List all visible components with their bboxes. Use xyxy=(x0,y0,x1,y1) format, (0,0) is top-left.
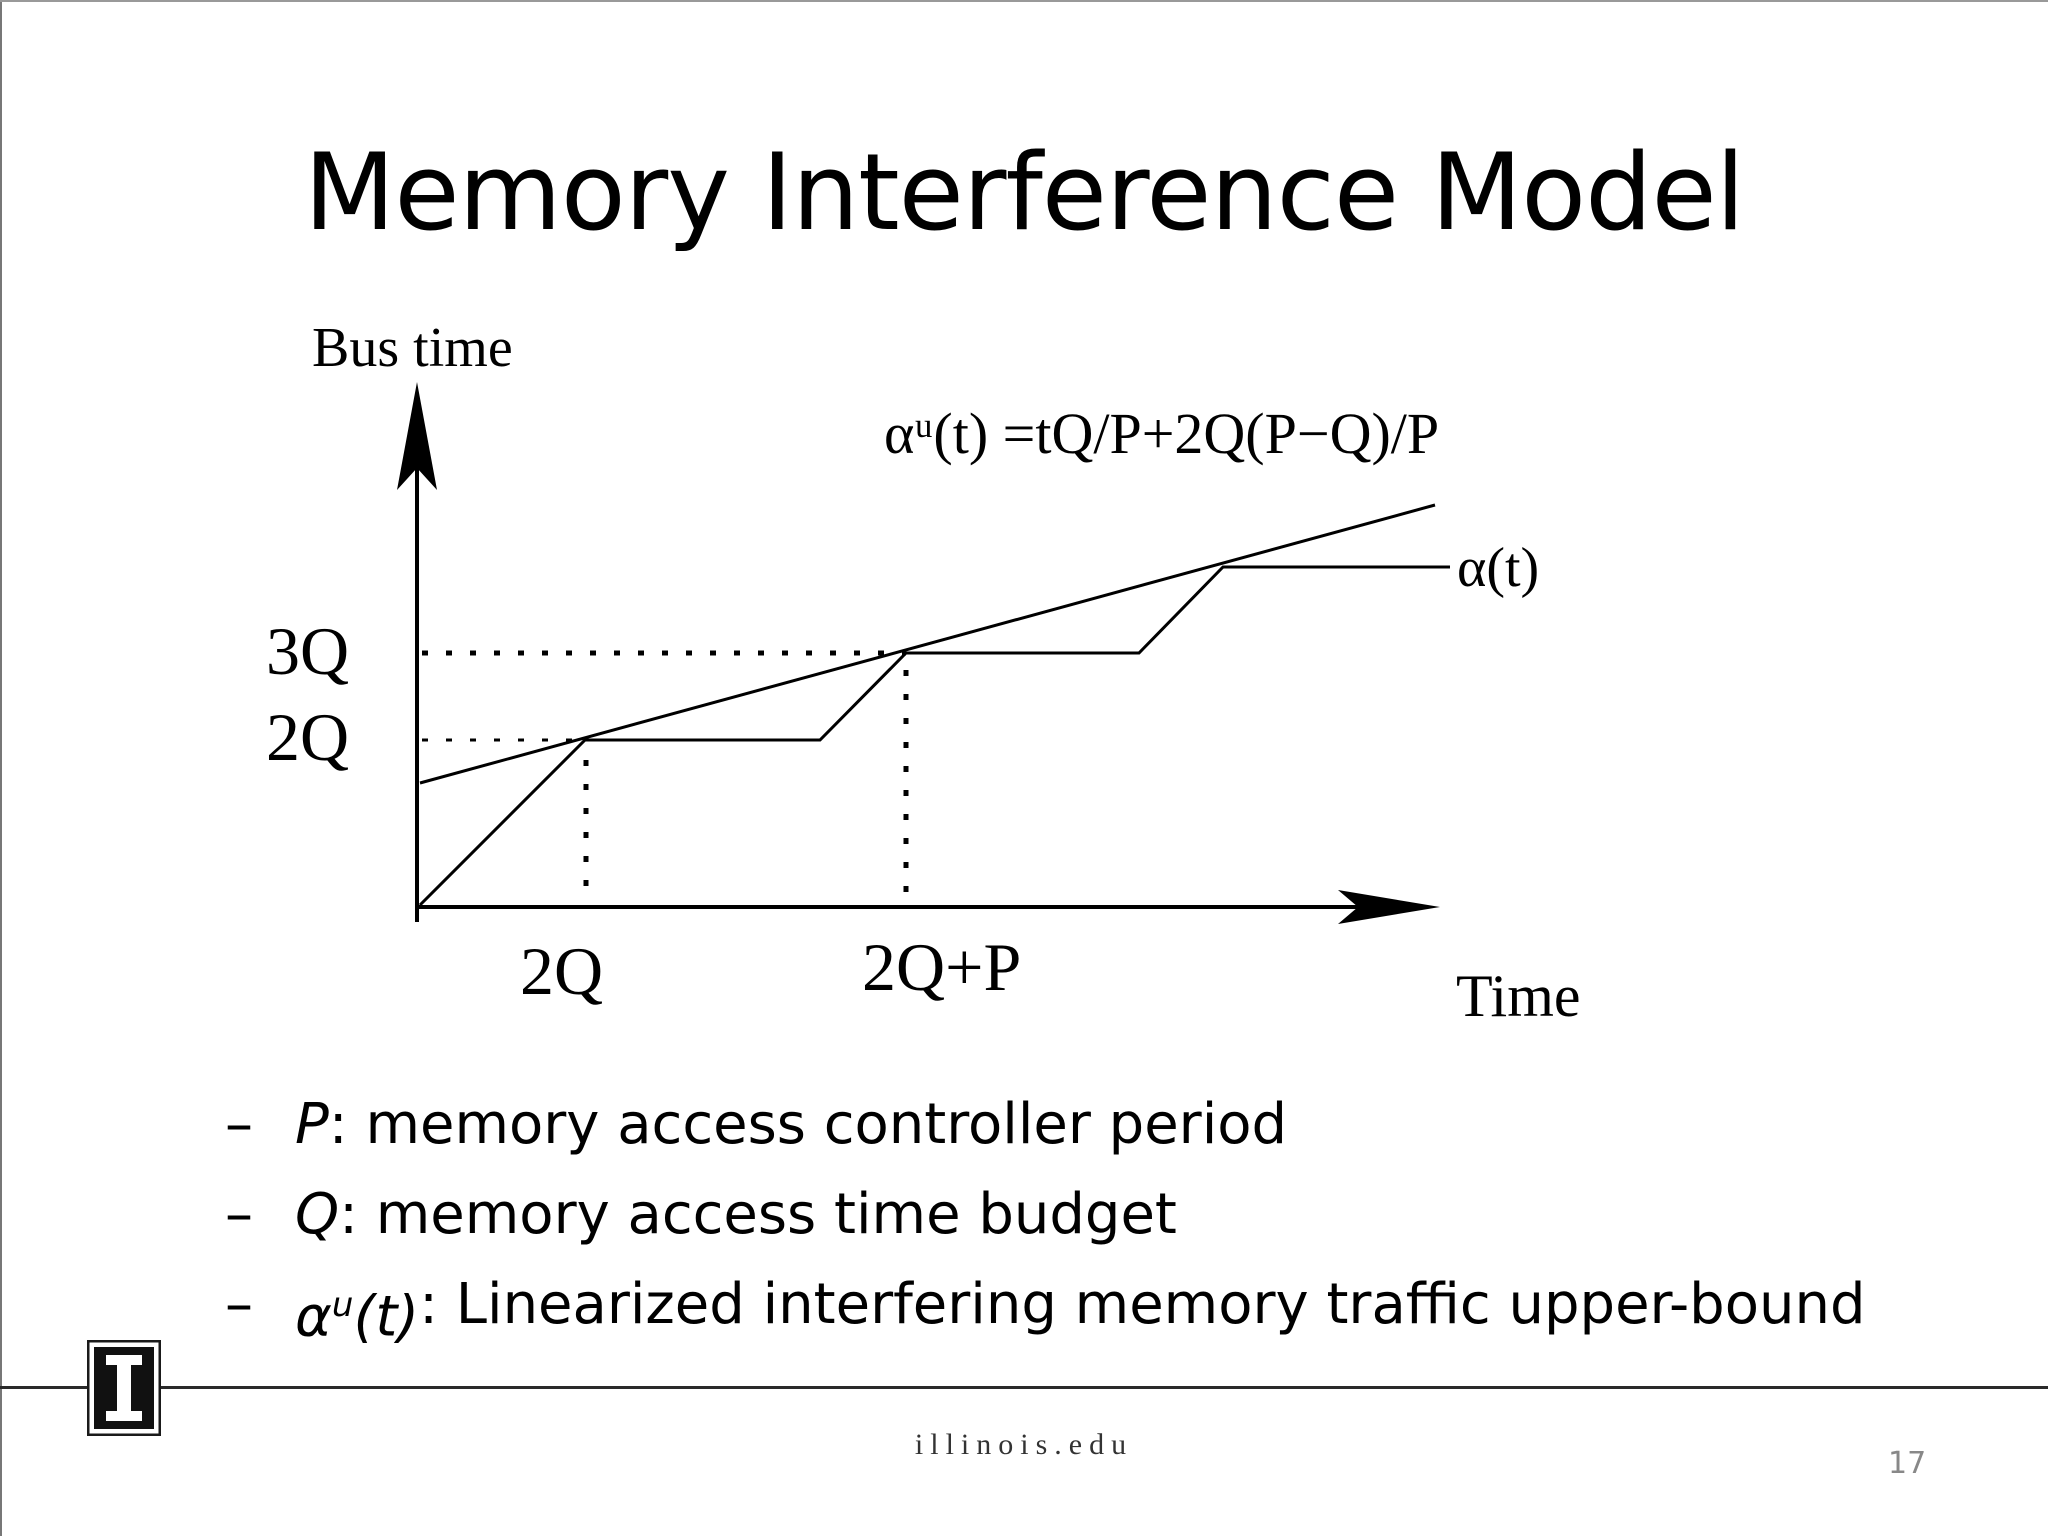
slide-frame-left xyxy=(0,0,2,1536)
y-axis-label: Bus time xyxy=(312,317,513,379)
bullet-p: – P : memory access controller period xyxy=(225,1080,1866,1170)
definition-list: – P : memory access controller period – … xyxy=(225,1080,1866,1363)
bullet-dash: – xyxy=(225,1092,253,1157)
bullet-text: : memory access time budget xyxy=(339,1182,1177,1247)
alpha-staircase-curve xyxy=(418,565,1450,907)
x-axis-label: Time xyxy=(1456,963,1581,1029)
slide-frame-top xyxy=(0,0,2048,2)
bullet-symbol: αu(t) xyxy=(295,1284,420,1350)
bullet-symbol: P xyxy=(295,1092,329,1157)
y-axis-arrowhead xyxy=(397,382,437,490)
slide-title: Memory Interference Model xyxy=(303,131,1745,254)
y-tick-2q: 2Q xyxy=(266,699,349,775)
interference-diagram: Bus time αᵘ(t) =tQ/P+2Q(P−Q)/P α(t) 3Q 2… xyxy=(250,310,1650,1050)
bullet-dash: – xyxy=(225,1182,253,1247)
bullet-q: – Q : memory access time budget xyxy=(225,1170,1866,1260)
illinois-logo-icon xyxy=(86,1339,162,1437)
x-axis-arrowhead xyxy=(1338,890,1440,924)
bullet-dash: – xyxy=(225,1272,253,1337)
bullet-text: : Linearized interfering memory traffic … xyxy=(419,1272,1866,1337)
page-number: 17 xyxy=(1888,1446,1927,1481)
bullet-symbol: Q xyxy=(295,1182,340,1247)
upper-bound-line xyxy=(419,503,1436,785)
y-tick-3q: 3Q xyxy=(266,613,349,689)
diagram-svg: Bus time αᵘ(t) =tQ/P+2Q(P−Q)/P α(t) 3Q 2… xyxy=(266,317,1581,1029)
bullet-text: : memory access controller period xyxy=(328,1092,1288,1157)
curve-label: α(t) xyxy=(1457,537,1539,599)
footer-url: illinois.edu xyxy=(914,1428,1134,1461)
bullet-alpha-u: – αu(t) : Linearized interfering memory … xyxy=(225,1260,1866,1363)
x-tick-2q: 2Q xyxy=(520,933,603,1009)
footer-rule xyxy=(0,1386,2048,1389)
upper-bound-equation: αᵘ(t) =tQ/P+2Q(P−Q)/P xyxy=(884,401,1439,466)
x-tick-2qp: 2Q+P xyxy=(862,929,1021,1005)
